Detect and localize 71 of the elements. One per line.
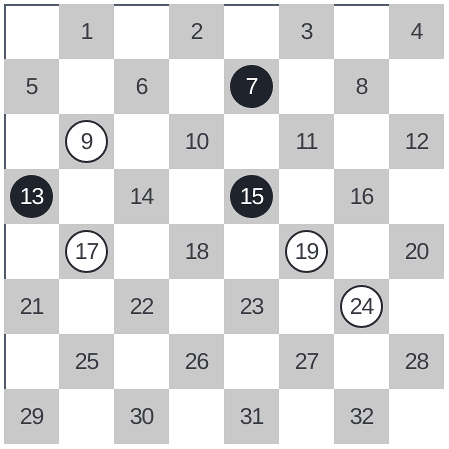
square-number: 13 [20, 183, 44, 210]
square-number: 30 [130, 403, 154, 430]
board-square [389, 114, 444, 169]
board-square [59, 334, 114, 389]
board-square [59, 224, 114, 279]
board-square [334, 59, 389, 114]
board-square [4, 59, 59, 114]
board-square [114, 59, 169, 114]
checker-piece [340, 285, 383, 328]
board-square [224, 279, 279, 334]
board-square [389, 224, 444, 279]
board-square [334, 389, 389, 444]
board-square [169, 4, 224, 59]
board-square [4, 389, 59, 444]
board-square [389, 334, 444, 389]
square-number: 23 [240, 293, 264, 320]
board-square [334, 279, 389, 334]
board-square [4, 279, 59, 334]
board-square [114, 169, 169, 224]
square-number: 8 [356, 73, 368, 100]
board-square [114, 279, 169, 334]
square-number: 15 [240, 183, 264, 210]
square-number: 9 [80, 128, 92, 155]
board-square [279, 224, 334, 279]
square-number: 24 [350, 293, 374, 320]
board-square [279, 334, 334, 389]
square-number: 12 [404, 128, 428, 155]
board-square [59, 114, 114, 169]
square-number: 27 [294, 348, 318, 375]
square-number: 2 [190, 18, 202, 45]
square-number: 26 [184, 348, 208, 375]
checker-piece [285, 230, 328, 273]
square-number: 10 [184, 128, 208, 155]
board-square [4, 169, 59, 224]
checker-piece [10, 175, 53, 218]
checker-piece [65, 120, 108, 163]
square-number: 16 [350, 183, 374, 210]
square-number: 11 [296, 128, 318, 155]
checker-piece [230, 175, 273, 218]
checker-piece [65, 230, 108, 273]
board-square [59, 4, 114, 59]
square-number: 14 [130, 183, 154, 210]
square-number: 18 [184, 238, 208, 265]
square-number: 4 [410, 18, 422, 45]
board-square [389, 4, 444, 59]
square-number: 32 [350, 403, 374, 430]
square-number: 25 [74, 348, 98, 375]
square-number: 21 [20, 293, 44, 320]
board-square [334, 169, 389, 224]
square-number: 7 [246, 73, 258, 100]
board-square [169, 114, 224, 169]
square-number: 31 [240, 403, 264, 430]
square-number: 19 [294, 238, 318, 265]
board-square [224, 389, 279, 444]
board-square [169, 224, 224, 279]
square-number: 28 [404, 348, 428, 375]
square-number: 29 [20, 403, 44, 430]
checker-piece [230, 65, 273, 108]
square-number: 22 [130, 293, 154, 320]
square-number: 6 [136, 73, 148, 100]
square-number: 1 [80, 18, 92, 45]
square-number: 20 [404, 238, 428, 265]
board-square [114, 389, 169, 444]
square-number: 5 [26, 73, 38, 100]
board-square [169, 334, 224, 389]
square-number: 3 [300, 18, 312, 45]
square-number: 17 [74, 238, 98, 265]
board-square [224, 59, 279, 114]
board-square [279, 4, 334, 59]
board-square [279, 114, 334, 169]
board-square [224, 169, 279, 224]
